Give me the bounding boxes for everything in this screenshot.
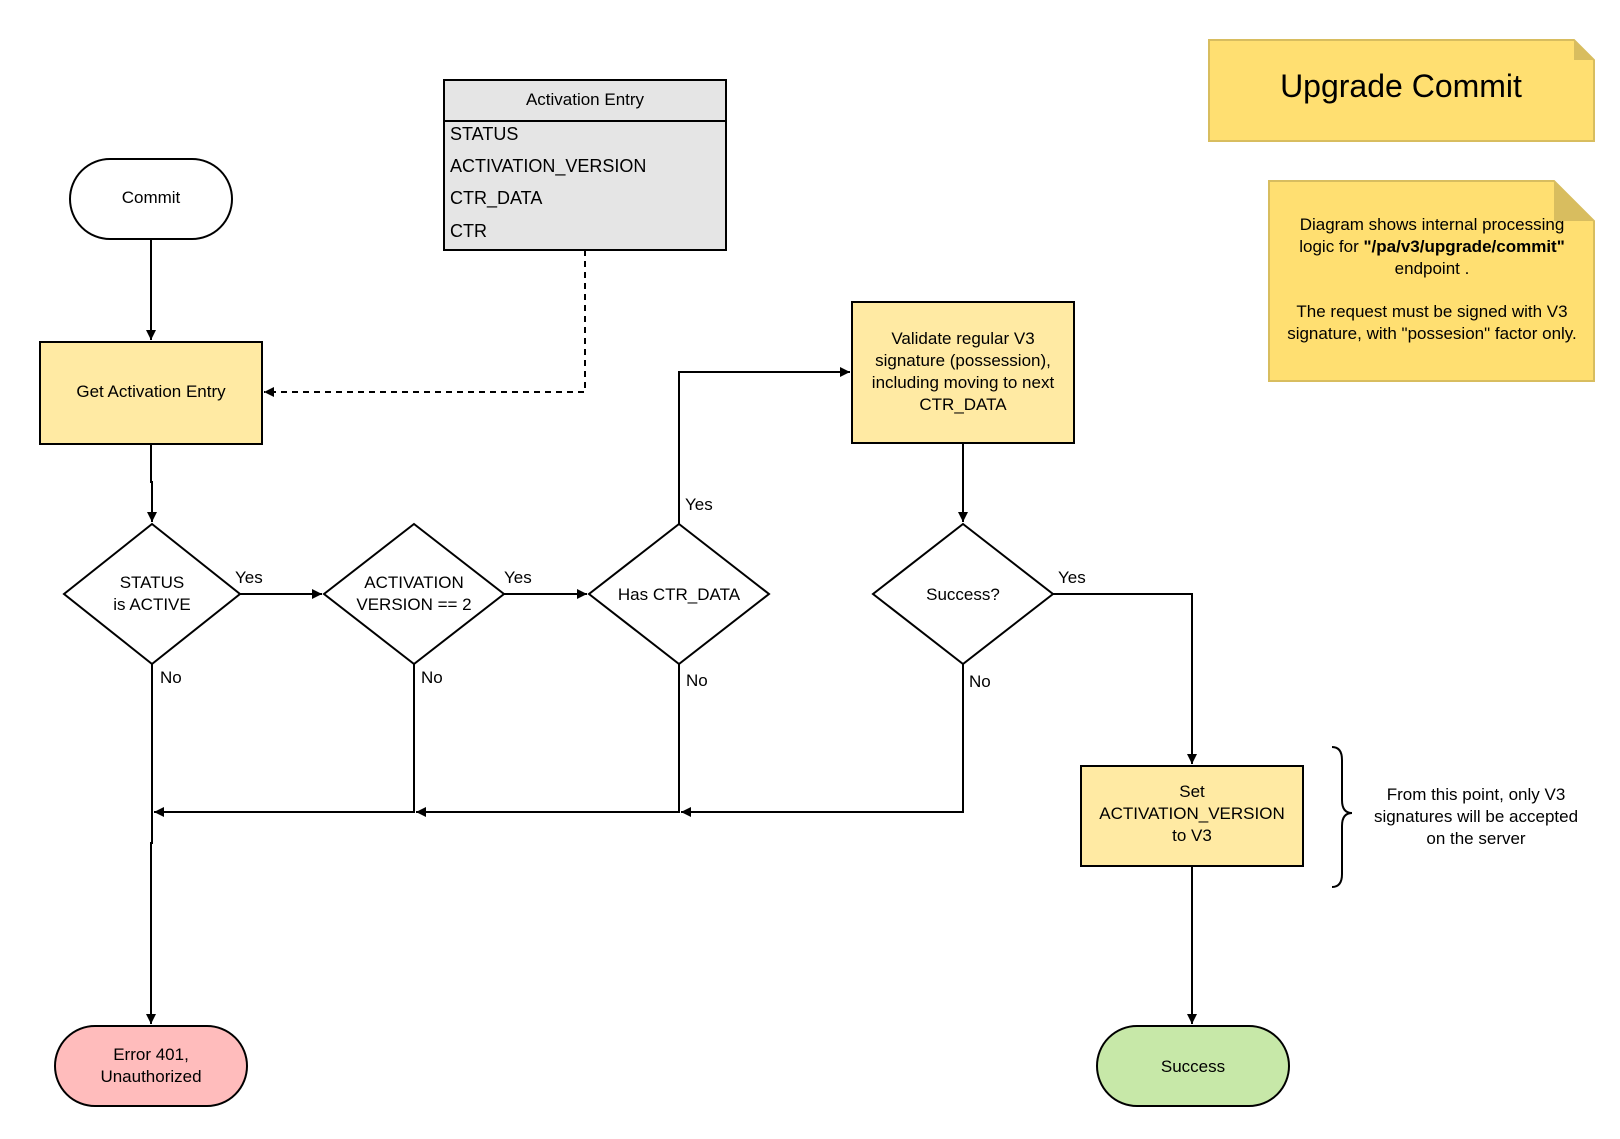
ctr-decision-label: Has CTR_DATA (618, 585, 741, 604)
version-decision-line-1: ACTIVATION (364, 573, 464, 592)
entity-field-ctr: CTR (450, 221, 487, 241)
success-end-label: Success (1161, 1057, 1225, 1076)
description-line-3: endpoint . (1395, 259, 1470, 278)
entity-field-ctr-data: CTR_DATA (450, 188, 542, 209)
status-active-decision: STATUS is ACTIVE (62, 522, 242, 666)
edge-success-no (681, 664, 964, 817)
edge-version-no (154, 664, 415, 817)
entity-field-activation-version: ACTIVATION_VERSION (450, 156, 646, 177)
activation-version-decision: ACTIVATION VERSION == 2 (322, 522, 506, 666)
success-decision-label: Success? (926, 585, 1000, 604)
version-decision-line-2: VERSION == 2 (356, 595, 471, 614)
set-version-line-1: Set (1179, 782, 1205, 801)
label-status-yes: Yes (235, 568, 263, 587)
edge-get-entry-to-status (147, 444, 157, 522)
label-version-no: No (421, 668, 443, 687)
commit-start-node: Commit (69, 158, 233, 240)
validate-line-4: CTR_DATA (919, 395, 1007, 414)
error-end-node: Error 401, Unauthorized (54, 1025, 248, 1107)
label-ctr-yes: Yes (685, 495, 713, 514)
title-note: Upgrade Commit (1208, 39, 1595, 142)
label-status-no: No (160, 668, 182, 687)
set-activation-version-node: Set ACTIVATION_VERSION to V3 (1080, 765, 1304, 867)
edge-entity-to-get-entry (264, 250, 586, 397)
label-ctr-no: No (686, 671, 708, 690)
set-version-line-2: ACTIVATION_VERSION (1099, 804, 1284, 823)
description-line-4: The request must be signed with V3 (1296, 302, 1567, 321)
edge-status-no-to-error (146, 664, 156, 1024)
get-activation-entry-node: Get Activation Entry (39, 341, 263, 445)
description-line-1: Diagram shows internal processing (1300, 215, 1565, 234)
connectors (146, 239, 1197, 1024)
label-success-yes: Yes (1058, 568, 1086, 587)
description-line-2: logic for "/pa/v3/upgrade/commit" (1299, 237, 1565, 256)
success-end-node: Success (1096, 1025, 1290, 1107)
edge-ctr-yes (678, 367, 850, 524)
entity-header: Activation Entry (526, 90, 645, 109)
validate-line-3: including moving to next (872, 373, 1055, 392)
error-line-2: Unauthorized (100, 1067, 201, 1086)
side-note: From this point, only V3 signatures will… (1331, 746, 1578, 888)
side-note-line-2: signatures will be accepted (1374, 807, 1578, 826)
status-decision-line-1: STATUS (120, 573, 185, 592)
edge-labels: Yes No Yes No Yes No Yes No (160, 495, 1086, 691)
entity-field-status: STATUS (450, 124, 518, 144)
get-activation-entry-label: Get Activation Entry (76, 382, 226, 401)
side-note-line-3: on the server (1426, 829, 1526, 848)
label-success-no: No (969, 672, 991, 691)
validate-signature-node: Validate regular V3 signature (possessio… (851, 301, 1075, 444)
commit-label: Commit (122, 188, 181, 207)
set-version-line-3: to V3 (1172, 826, 1212, 845)
activation-entry-entity: Activation Entry STATUS ACTIVATION_VERSI… (443, 79, 727, 251)
validate-line-1: Validate regular V3 (891, 329, 1034, 348)
label-version-yes: Yes (504, 568, 532, 587)
edge-ctr-no (416, 664, 680, 817)
edge-success-yes (1053, 593, 1197, 764)
diagram-title: Upgrade Commit (1280, 68, 1522, 104)
status-decision-line-2: is ACTIVE (113, 595, 190, 614)
success-decision: Success? (871, 522, 1055, 666)
error-line-1: Error 401, (113, 1045, 189, 1064)
validate-line-2: signature (possession), (875, 351, 1051, 370)
description-note: Diagram shows internal processing logic … (1268, 180, 1595, 382)
side-note-line-1: From this point, only V3 (1387, 785, 1566, 804)
description-line-5: signature, with "possesion" factor only. (1287, 324, 1577, 343)
has-ctr-data-decision: Has CTR_DATA (587, 522, 771, 666)
